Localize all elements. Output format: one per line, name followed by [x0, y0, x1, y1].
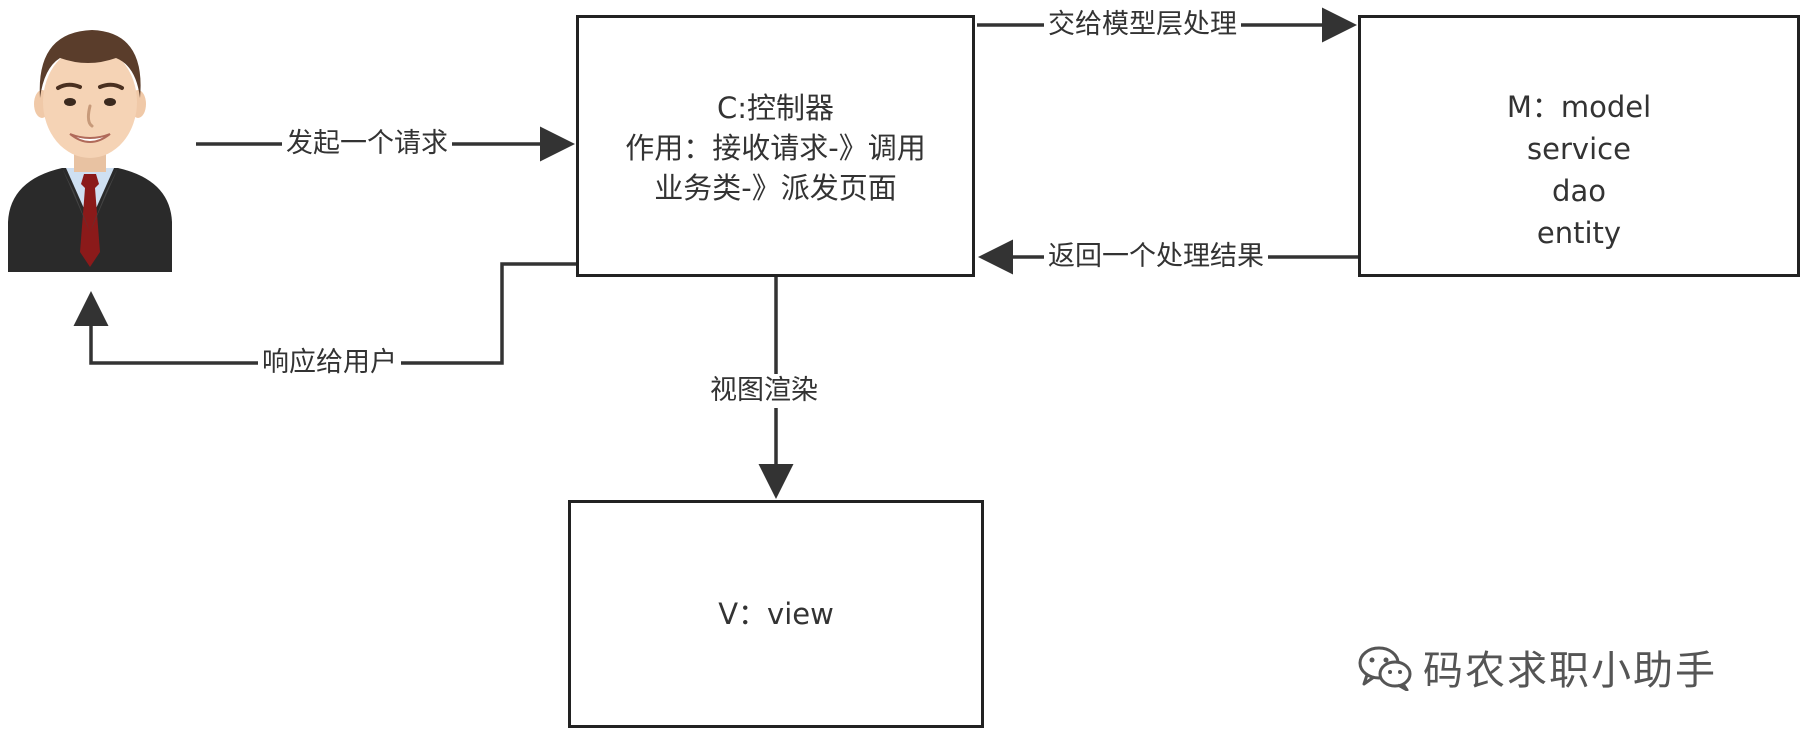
- edge-label-result: 返回一个处理结果: [1044, 240, 1268, 274]
- edge-label-render: 视图渲染: [706, 374, 822, 408]
- edge-label-request: 发起一个请求: [282, 127, 452, 161]
- watermark-text: 码农求职小助手: [1423, 648, 1717, 694]
- edge-label-to-model: 交给模型层处理: [1044, 8, 1241, 42]
- model-line-service: service: [1527, 132, 1631, 166]
- model-box: M：model service dao entity: [1358, 15, 1800, 277]
- view-box: V：view: [568, 500, 984, 728]
- controller-line-2: 作用：接收请求-》调用: [625, 131, 926, 165]
- model-title: M：model: [1506, 90, 1652, 124]
- edge-label-respond: 响应给用户: [258, 346, 401, 380]
- wechat-icon: [1358, 646, 1412, 691]
- model-line-entity: entity: [1536, 216, 1622, 250]
- model-line-dao: dao: [1552, 174, 1606, 208]
- edge-respond: [73, 262, 576, 365]
- controller-line-3: 业务类-》派发页面: [654, 171, 897, 205]
- view-title: V：view: [718, 597, 834, 631]
- controller-box: C:控制器 作用：接收请求-》调用 业务类-》派发页面: [576, 15, 975, 277]
- businessman-avatar-icon: [8, 30, 172, 272]
- controller-title: C:控制器: [716, 91, 835, 125]
- watermark: 码农求职小助手: [1357, 638, 1717, 696]
